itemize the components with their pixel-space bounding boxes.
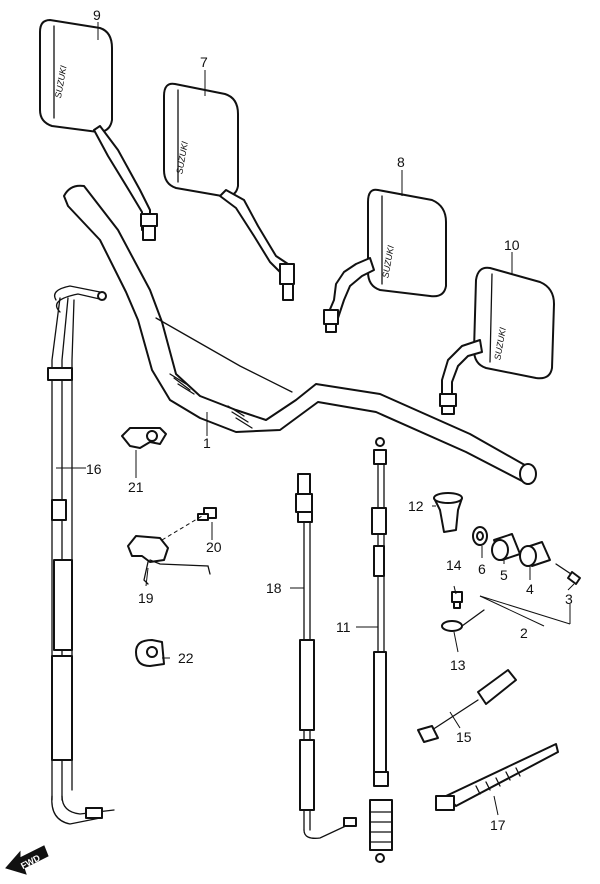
brake-cable-18[interactable] xyxy=(295,473,357,839)
callout-4: 4 xyxy=(526,581,534,597)
callout-12: 12 xyxy=(408,498,424,514)
mirror-9[interactable]: SUZUKI xyxy=(39,19,158,241)
callout-3: 3 xyxy=(565,591,573,607)
callout-19: 19 xyxy=(138,590,154,606)
bolt-20[interactable] xyxy=(197,507,217,521)
callout-14: 14 xyxy=(446,557,462,573)
lever-holder-19[interactable] xyxy=(127,535,211,585)
clutch-cable-11[interactable] xyxy=(369,437,393,863)
callout-7: 7 xyxy=(200,54,208,70)
callout-2: 2 xyxy=(520,625,528,641)
screw-14[interactable] xyxy=(451,591,463,609)
clamp-22[interactable] xyxy=(135,639,165,667)
mirror-8[interactable]: SUZUKI xyxy=(323,188,447,333)
callout-18: 18 xyxy=(266,580,282,596)
callout-13: 13 xyxy=(450,657,466,673)
callout-17: 17 xyxy=(490,817,506,833)
callout-22: 22 xyxy=(178,650,194,666)
clip-13[interactable] xyxy=(441,609,485,632)
balancer-4[interactable] xyxy=(519,541,551,567)
throttle-cable-16[interactable] xyxy=(47,285,115,825)
balancer-5[interactable] xyxy=(491,533,521,561)
mirror-10[interactable]: SUZUKI xyxy=(439,266,555,415)
fwd-arrow: FWD xyxy=(5,845,49,875)
callout-21: 21 xyxy=(128,479,144,495)
callout-5: 5 xyxy=(500,567,508,583)
callout-6: 6 xyxy=(478,561,486,577)
callout-10: 10 xyxy=(504,237,520,253)
callout-8: 8 xyxy=(397,154,405,170)
cable-tie-17[interactable] xyxy=(435,743,559,811)
mirror-7[interactable]: SUZUKI xyxy=(163,82,295,301)
callout-1: 1 xyxy=(203,435,211,451)
callout-11: 11 xyxy=(336,619,351,635)
leader-lines xyxy=(56,22,575,816)
callout-9: 9 xyxy=(93,7,101,23)
handlebar[interactable] xyxy=(63,184,537,485)
callout-15: 15 xyxy=(456,729,472,745)
washer-6[interactable] xyxy=(472,526,488,546)
clamp-21[interactable] xyxy=(121,427,167,449)
callout-numbers: 9 7 8 10 1 16 21 12 20 6 5 4 14 3 18 19 … xyxy=(86,7,573,833)
screw-3[interactable] xyxy=(555,563,581,585)
switch-15[interactable] xyxy=(417,669,517,743)
callout-16: 16 xyxy=(86,461,102,477)
grommet-12[interactable] xyxy=(433,492,463,533)
callout-20: 20 xyxy=(206,539,222,555)
